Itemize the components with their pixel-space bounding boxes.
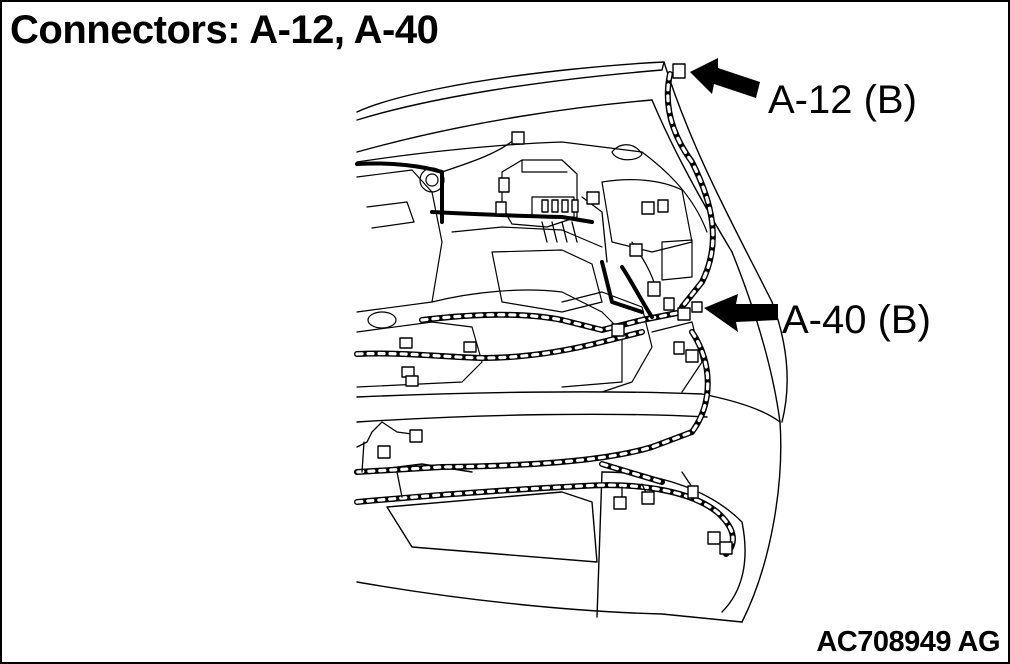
arrow-a12-icon (690, 58, 760, 98)
callout-arrows (690, 58, 778, 332)
page-title: Connectors: A-12, A-40 (10, 8, 439, 52)
engine-bay-body (356, 141, 708, 393)
arrow-a40-icon (704, 294, 778, 332)
callout-label-a40: A-40 (B) (782, 298, 931, 342)
connectors (377, 63, 733, 555)
figure-code: AC708949 AG (816, 626, 1000, 658)
hood-outline (356, 61, 788, 423)
callout-label-a12: A-12 (B) (768, 78, 917, 122)
wiring-harness (354, 71, 736, 557)
